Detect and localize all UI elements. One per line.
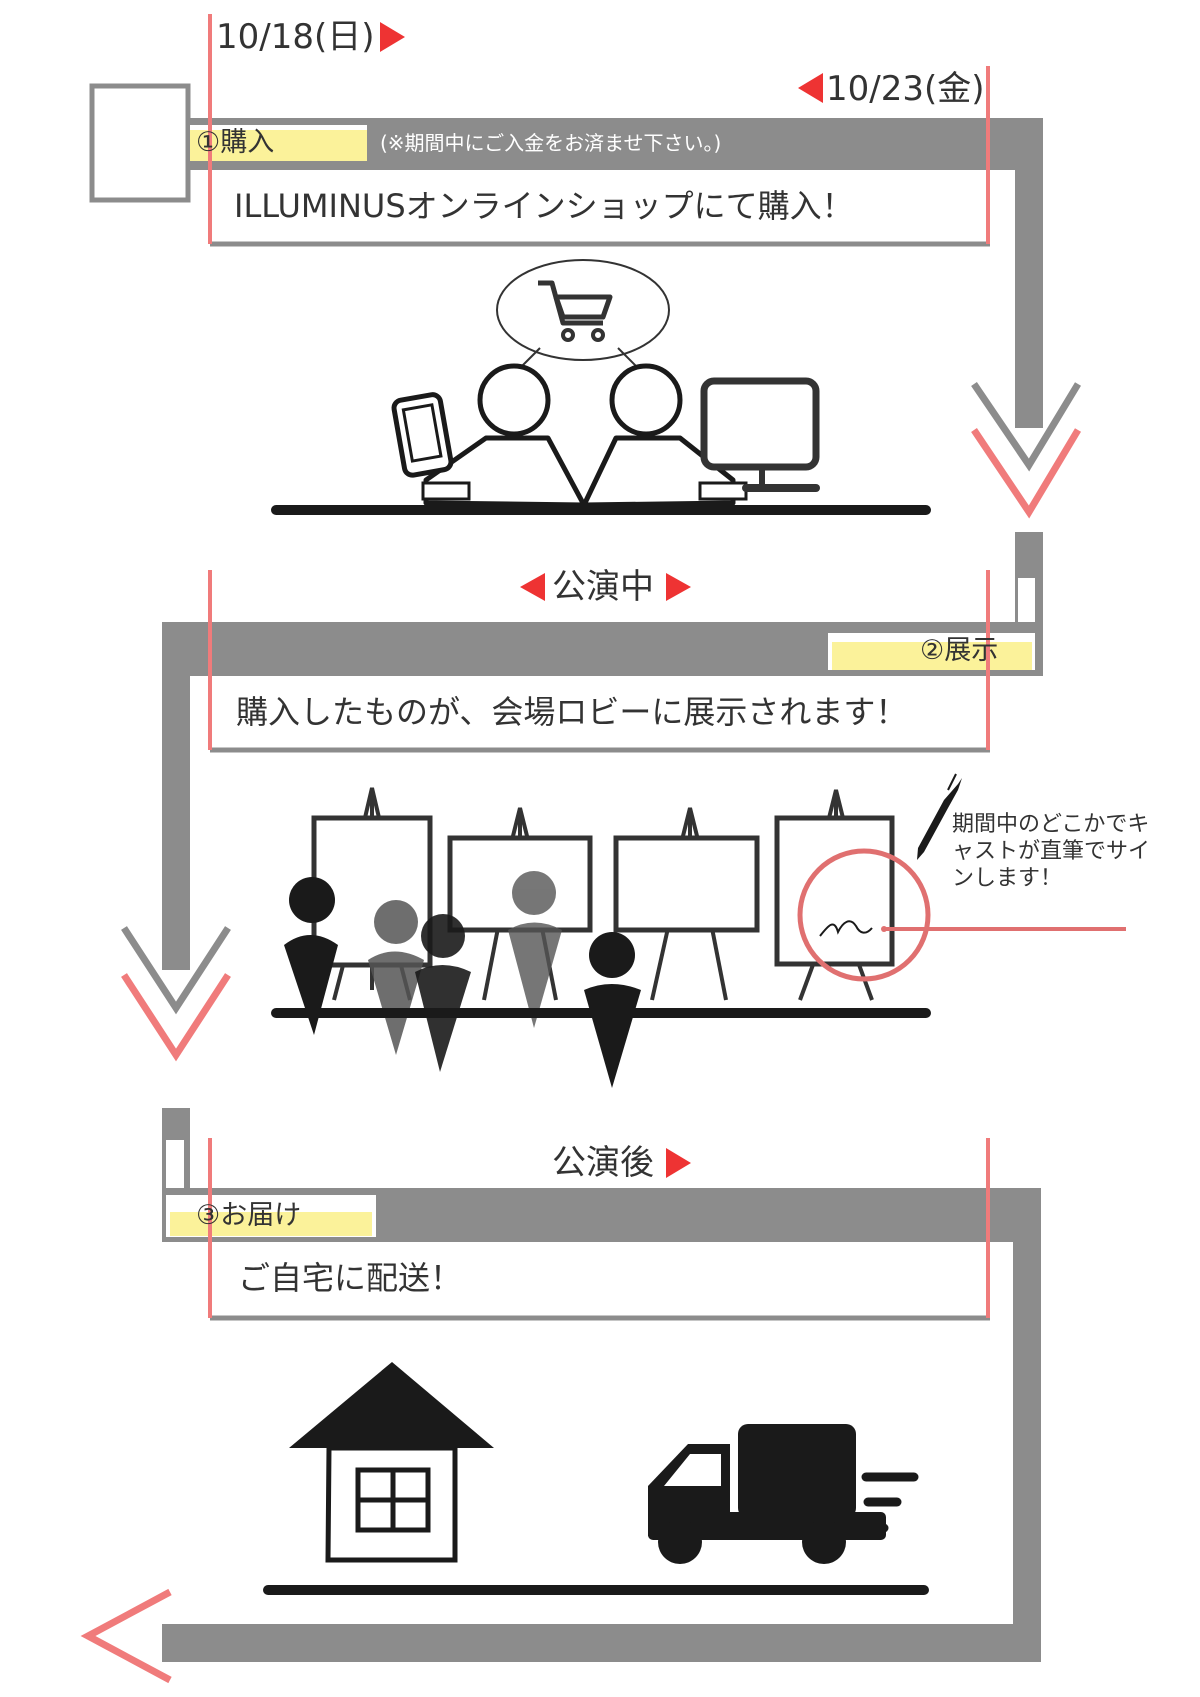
chevron-down-icon <box>121 926 231 1015</box>
step-2-description: 購入したものが、会場ロビーに展示されます！ <box>236 693 908 731</box>
chevron-down-icon <box>121 973 231 1062</box>
monitor-icon <box>700 377 820 492</box>
end-arrow-icon <box>798 73 823 103</box>
shopping-cart-icon <box>538 280 613 342</box>
chevron-down-icon <box>971 382 1081 472</box>
end-date: 10/23(金) <box>826 69 985 109</box>
step-3-label: ③お届け <box>196 1200 302 1231</box>
smartphone-icon <box>391 392 454 478</box>
house-icon <box>289 1362 494 1563</box>
person-icon <box>609 363 683 437</box>
start-arrow-icon <box>380 22 405 52</box>
right-marker-icon <box>666 1148 691 1178</box>
truck-icon <box>648 1424 919 1564</box>
phase-during: 公演中 <box>552 567 654 607</box>
phase-after: 公演後 <box>552 1143 654 1183</box>
purchase-illustration <box>271 259 931 515</box>
chevron-down-icon <box>971 428 1082 519</box>
person-icon <box>415 914 471 1072</box>
right-marker-icon <box>666 573 691 601</box>
person-icon <box>508 871 562 1028</box>
step-2-label: ②展示 <box>920 635 999 666</box>
easel-icon <box>613 807 760 1001</box>
delivery-illustration <box>263 1362 929 1595</box>
step-1-description: ILLUMINUSオンラインショップにて購入！ <box>234 187 854 225</box>
flow-band-3 <box>162 1108 1041 1662</box>
step-3-description: ご自宅に配送！ <box>238 1259 463 1297</box>
timeline-markers <box>208 14 990 1318</box>
person-icon <box>477 363 551 437</box>
start-date: 10/18(日) <box>216 17 375 57</box>
person-icon <box>284 877 338 1035</box>
exhibition-illustration <box>271 773 1126 1088</box>
signing-callout: 期間中のどこかでキャストが直筆でサインします！ <box>952 812 1151 891</box>
person-icon <box>368 900 424 1055</box>
left-marker-icon <box>520 573 545 601</box>
chevron-left-icon <box>80 1588 172 1684</box>
step-1-label: ①購入 <box>196 127 275 158</box>
signature-highlight <box>797 848 931 982</box>
signature-scribble <box>819 920 873 937</box>
easel-icon <box>774 789 895 1001</box>
payment-note: (※期間中にご入金をお済ませ下さい。) <box>380 131 722 155</box>
pen-icon <box>917 773 962 860</box>
